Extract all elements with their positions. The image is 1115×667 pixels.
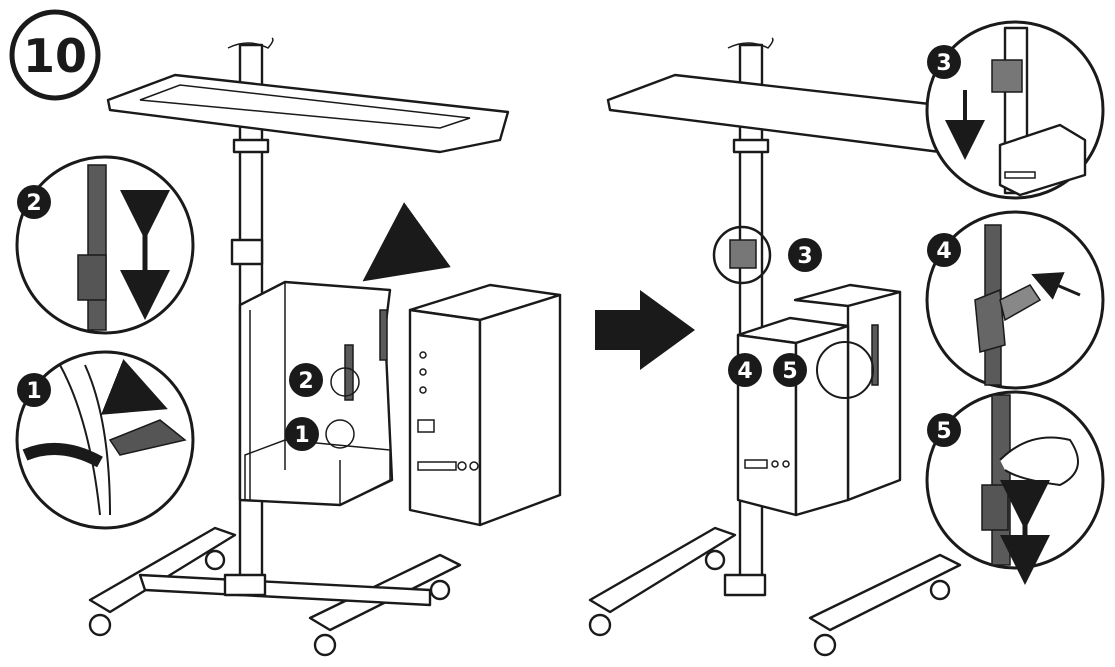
svg-text:4: 4	[737, 359, 752, 384]
left-detail-1: 1	[15, 350, 195, 530]
svg-text:2: 2	[298, 369, 313, 394]
left-marker-1: 1	[285, 417, 319, 451]
right-marker-5: 5	[773, 353, 807, 387]
left-pole-top	[227, 37, 274, 49]
left-tray	[106, 73, 510, 154]
left-computer	[408, 283, 562, 527]
left-base-bar	[138, 573, 432, 607]
right-detail-4: 4	[925, 210, 1105, 390]
svg-text:2: 2	[26, 191, 41, 216]
svg-text:5: 5	[936, 419, 951, 444]
right-marker-3: 3	[788, 238, 822, 272]
left-strap	[344, 344, 354, 401]
right-marker-4: 4	[728, 353, 762, 387]
right-detail-5: 5	[925, 390, 1105, 585]
left-marker-2: 2	[289, 363, 323, 397]
step-number: 10	[23, 29, 87, 83]
left-clamp	[230, 238, 264, 266]
svg-text:3: 3	[936, 51, 951, 76]
curved-arrow-icon	[362, 202, 451, 282]
svg-text:1: 1	[294, 423, 309, 448]
step-badge: 10	[9, 9, 101, 101]
left-base-arm-left	[88, 526, 237, 614]
left-detail-2: 2	[15, 155, 195, 335]
svg-text:5: 5	[782, 359, 797, 384]
right-detail-3: 3	[925, 20, 1105, 200]
arrow-right-icon	[595, 290, 695, 370]
left-cart	[88, 37, 510, 657]
svg-text:4: 4	[936, 239, 951, 264]
svg-text:1: 1	[26, 379, 41, 404]
svg-text:3: 3	[797, 244, 812, 269]
